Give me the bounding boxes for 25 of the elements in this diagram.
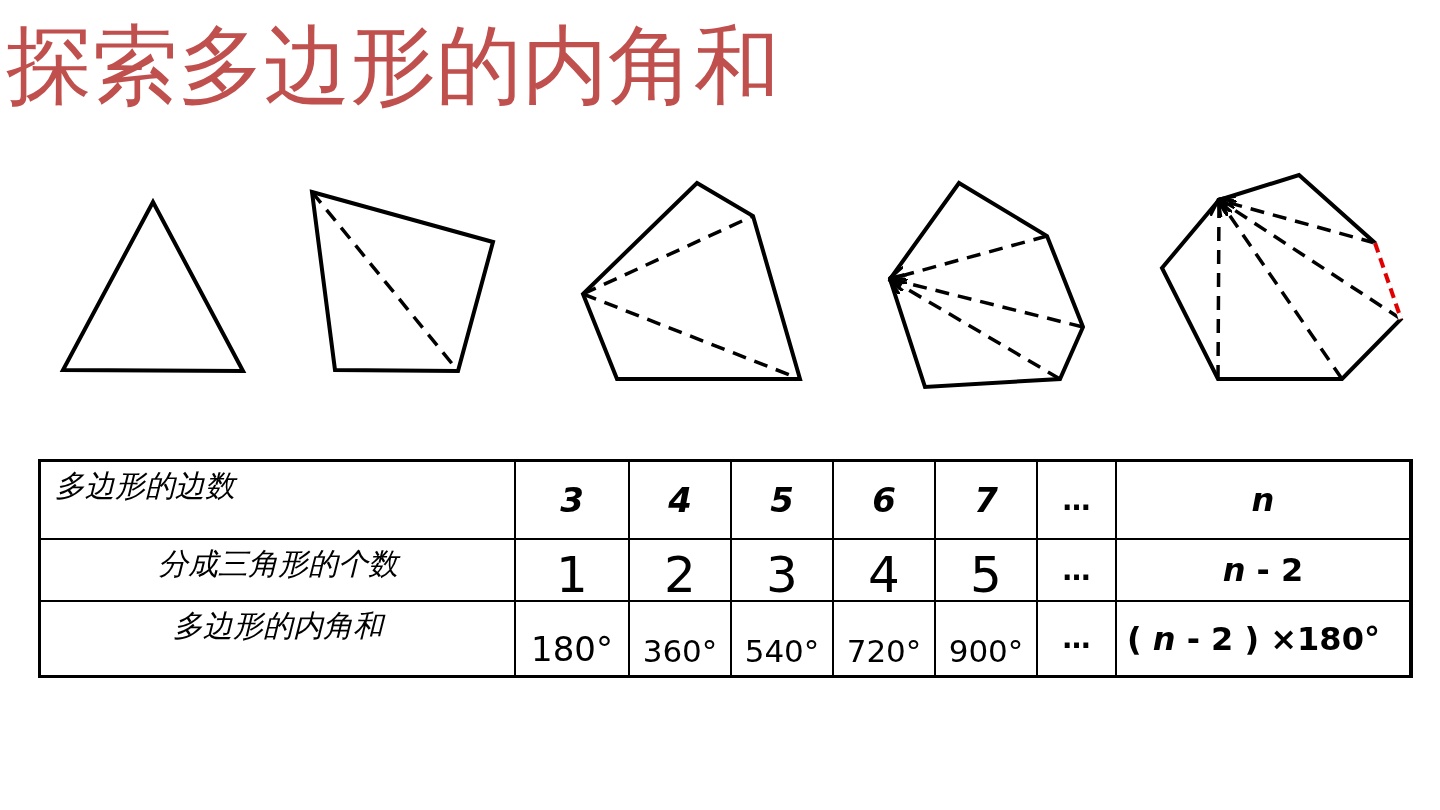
- table-cell: 4: [629, 461, 731, 539]
- table-cell: …: [1037, 461, 1116, 539]
- table-cell: 5: [935, 539, 1037, 601]
- table-cell: 5: [731, 461, 833, 539]
- table-cell: …: [1037, 539, 1116, 601]
- table-cell: n: [1116, 461, 1410, 539]
- table-cell: 180°: [515, 601, 629, 676]
- table-cell: 900°: [935, 601, 1037, 676]
- table-cell: ( n - 2 ) ×180°: [1116, 601, 1410, 676]
- table-cell: …: [1037, 601, 1116, 676]
- table-cell: 540°: [731, 601, 833, 676]
- table-cell: 360°: [629, 601, 731, 676]
- row-header-cell: 多边形的内角和: [40, 601, 515, 676]
- table-cell: 720°: [833, 601, 935, 676]
- table-cell: 3: [731, 539, 833, 601]
- table-cell: n - 2: [1116, 539, 1410, 601]
- title: 探索多边形的内角和: [6, 14, 780, 117]
- row-header-cell: 分成三角形的个数: [40, 539, 515, 601]
- table-cell: 2: [629, 539, 731, 601]
- table-cell: 7: [935, 461, 1037, 539]
- table-cell: 3: [515, 461, 629, 539]
- row-header-cell: 多边形的边数: [40, 461, 515, 539]
- table-cell: 1: [515, 539, 629, 601]
- table-cell: 4: [833, 539, 935, 601]
- table-cell: 6: [833, 461, 935, 539]
